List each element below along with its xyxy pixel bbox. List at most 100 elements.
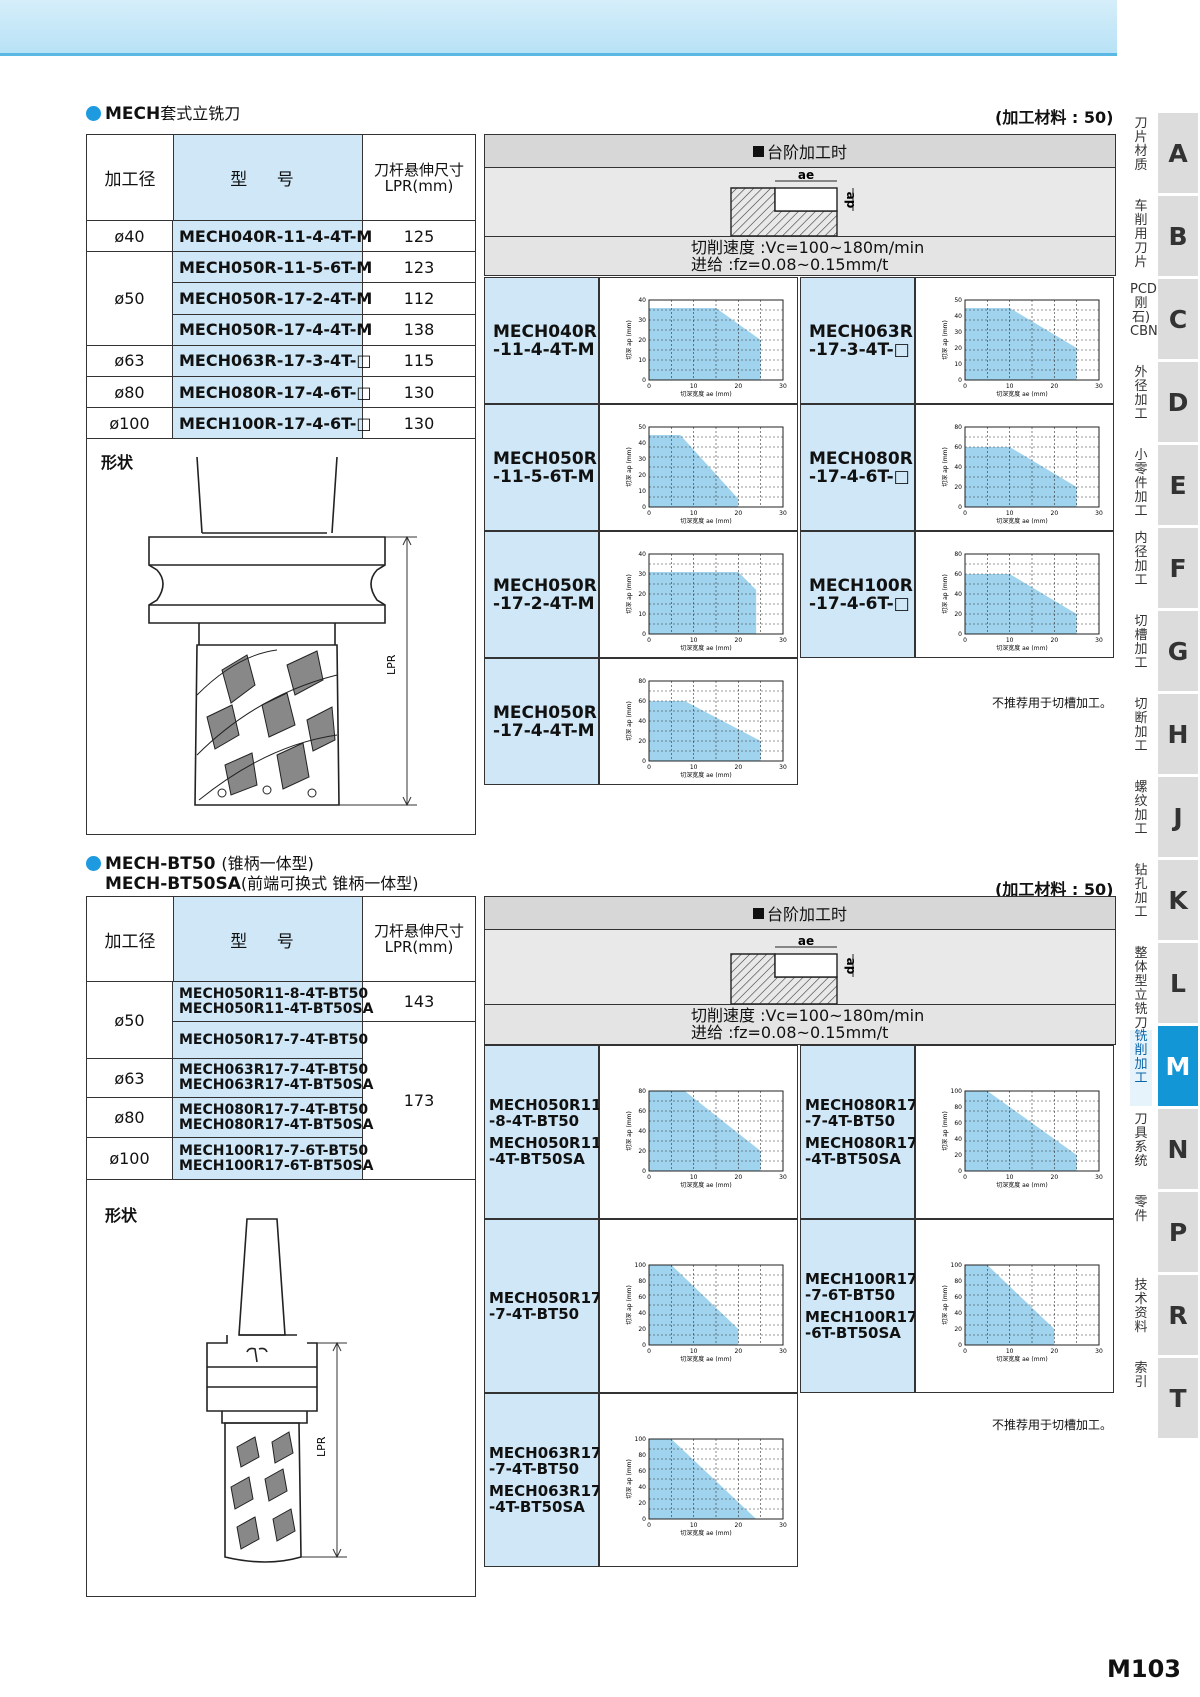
cutting-area-polygon xyxy=(649,1091,761,1171)
model-label-cell: MECH100R-17-4-6T-□ xyxy=(800,531,915,658)
cutting-speed: 切削速度 :Vc=100~180m/min xyxy=(691,1006,925,1025)
x-tick-label: 30 xyxy=(779,1522,787,1529)
x-tick-label: 10 xyxy=(1006,510,1014,517)
model-label-cell: MECH040R-11-4-4T-M xyxy=(484,277,599,404)
ap-label: ap xyxy=(844,192,858,209)
x-tick-label: 10 xyxy=(690,510,698,517)
diameter-cell: ø63 xyxy=(87,345,173,377)
side-tab-m[interactable]: 铣削加工 M xyxy=(1128,1026,1200,1106)
model-line: MECH100R17-6T-BT50SA xyxy=(179,1157,374,1174)
side-tab-letter: D xyxy=(1158,362,1198,442)
model-line: MECH063R17 xyxy=(489,1444,602,1462)
section2-chart-panel: 台阶加工时 ae ap 切削速度 :Vc=100~180m/min 进给 :fz… xyxy=(484,896,1116,1608)
x-tick-label: 10 xyxy=(690,764,698,771)
model-line: MECH080R17 xyxy=(805,1096,918,1114)
model-line: -11-4-4T-M xyxy=(493,339,595,360)
model-cell: MECH050R-11-5-6T-M xyxy=(173,252,372,284)
y-axis-label: 切深 ap (mm) xyxy=(941,1111,949,1151)
side-tab-label: 铣削加工 xyxy=(1130,1030,1152,1106)
y-tick-label: 30 xyxy=(954,329,962,336)
x-axis-label: 切深宽度 ae (mm) xyxy=(996,1355,1048,1363)
x-tick-label: 30 xyxy=(779,383,787,390)
model-cell: MECH063R-17-3-4T-□ xyxy=(173,345,371,377)
side-tab-letter: M xyxy=(1158,1026,1198,1106)
y-tick-label: 60 xyxy=(954,444,962,451)
panel-title: 台阶加工时 xyxy=(484,896,1116,930)
bt50-cutter-drawing: LPR xyxy=(206,1218,347,1563)
x-tick-label: 20 xyxy=(735,637,743,644)
plot-frame xyxy=(964,1090,1100,1172)
side-tab-label: 技术资料 xyxy=(1134,1278,1148,1335)
y-tick-label: 10 xyxy=(638,488,646,495)
model-line: MECH100R xyxy=(809,575,913,596)
y-axis-label: 切深 ap (mm) xyxy=(941,574,949,614)
y-tick-label: 0 xyxy=(642,1516,646,1523)
cutting-conditions: 切削速度 :Vc=100~180m/min 进给 :fz=0.08~0.15mm… xyxy=(484,236,1116,276)
shape-label: 形状 xyxy=(105,1206,138,1225)
side-tab-letter: F xyxy=(1158,528,1198,608)
side-tab-letter: T xyxy=(1158,1358,1198,1438)
model-line: MECH080R17-4T-BT50SA xyxy=(179,1116,374,1133)
model-line: MECH080R xyxy=(809,448,913,469)
model-line: MECH050R11-4T-BT50SA xyxy=(179,1000,374,1017)
x-tick-label: 30 xyxy=(779,1348,787,1355)
note-text: 不推荐用于切槽加工。 xyxy=(992,1418,1113,1432)
y-tick-label: 100 xyxy=(635,1436,647,1443)
x-tick-label: 20 xyxy=(735,383,743,390)
x-axis-label: 切深宽度 ae (mm) xyxy=(996,644,1048,652)
step-cut-diagram: ae ap xyxy=(730,168,858,237)
model-cell: MECH100R-17-4-6T-□ xyxy=(173,408,371,440)
side-tab-letter: N xyxy=(1158,1109,1198,1189)
x-tick-label: 30 xyxy=(779,764,787,771)
y-axis-label: 切深 ap (mm) xyxy=(941,1285,949,1325)
x-tick-label: 20 xyxy=(1051,637,1059,644)
model-label-cell: MECH080R-17-4-6T-□ xyxy=(800,404,915,531)
y-axis-label: 切深 ap (mm) xyxy=(625,447,633,487)
section2-material: (加工材料 : 50) xyxy=(995,880,1114,899)
model-label-cell: MECH050R-17-4-4T-M xyxy=(484,658,599,785)
x-tick-label: 20 xyxy=(735,1522,743,1529)
y-tick-label: 20 xyxy=(954,345,962,352)
model-cell: MECH080R-17-4-6T-□ xyxy=(173,377,371,409)
x-tick-label: 10 xyxy=(1006,1348,1014,1355)
y-tick-label: 20 xyxy=(638,1500,646,1507)
y-tick-label: 40 xyxy=(638,297,646,304)
x-tick-label: 10 xyxy=(690,637,698,644)
y-tick-label: 80 xyxy=(638,1452,646,1459)
y-tick-label: 20 xyxy=(638,337,646,344)
y-tick-label: 40 xyxy=(954,313,962,320)
square-bullet-icon xyxy=(752,145,764,157)
square-bullet-icon xyxy=(752,907,764,919)
side-tab-letter: H xyxy=(1158,694,1198,774)
section2-title: MECH-BT50 (锥柄一体型) MECH-BT50SA(前端可换式 锥柄一体… xyxy=(86,854,418,894)
lpr-cell: 123 xyxy=(363,252,475,284)
x-axis-label: 切深宽度 ae (mm) xyxy=(680,644,732,652)
side-tab-letter: G xyxy=(1158,611,1198,691)
y-tick-label: 80 xyxy=(954,1104,962,1111)
